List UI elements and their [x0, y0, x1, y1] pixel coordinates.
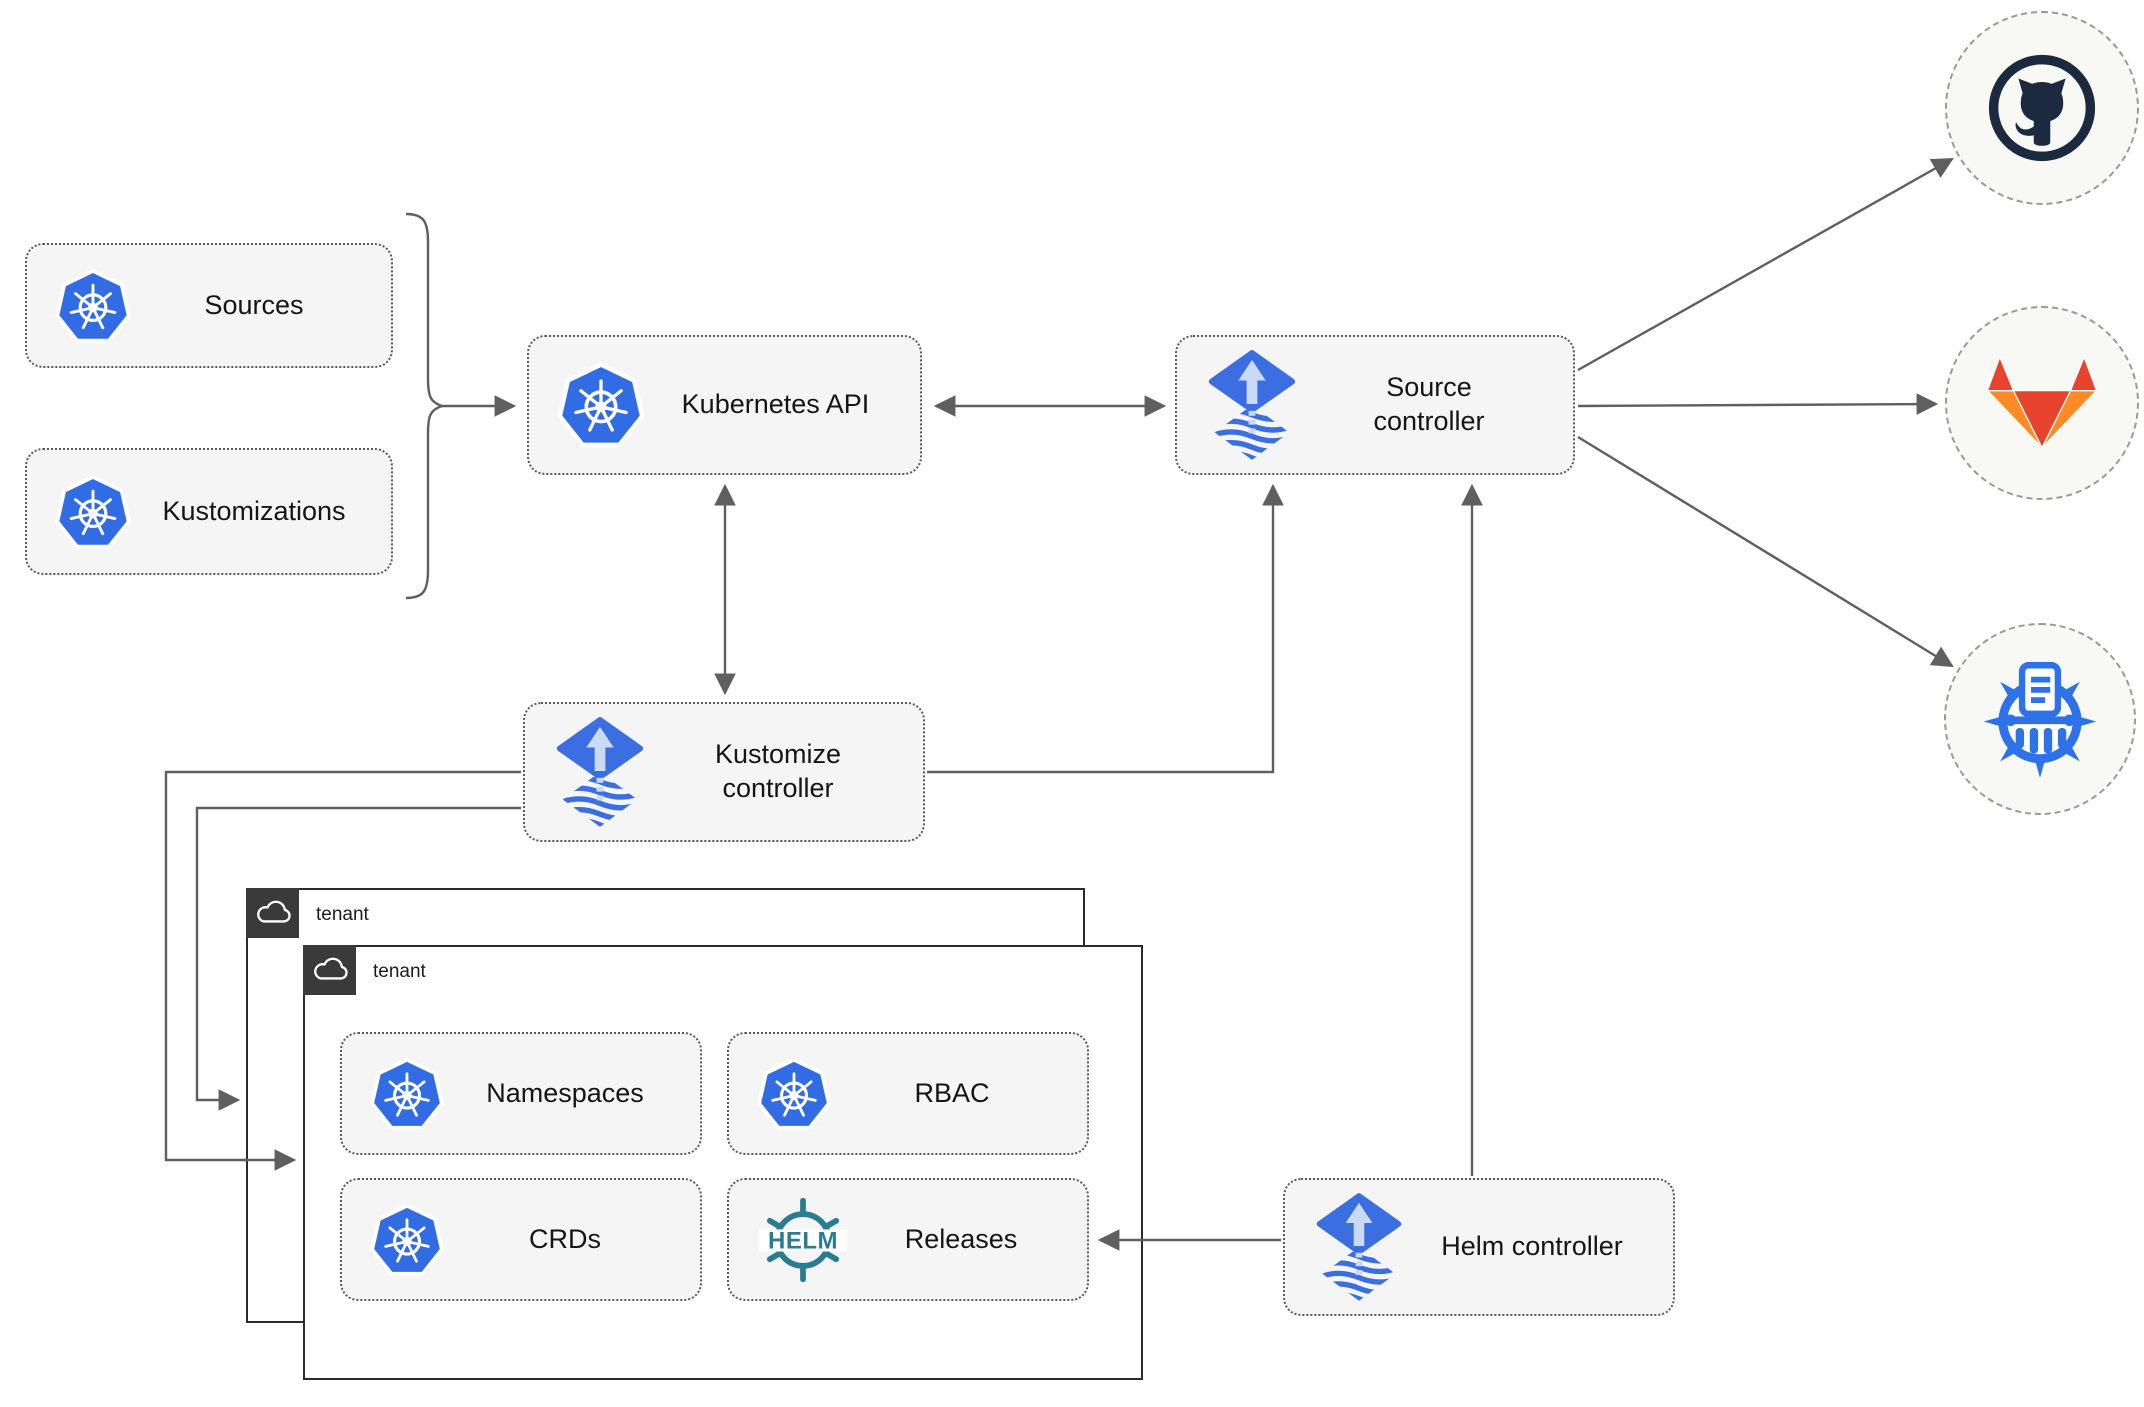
node-namespaces: Namespaces — [340, 1032, 702, 1155]
node-label: Releases — [904, 1223, 1018, 1254]
kubernetes-icon — [53, 266, 133, 346]
tenant-box-front: tenant — [303, 945, 1143, 1380]
edge-source-gitlab — [1577, 393, 1939, 415]
helm-icon: HELM — [755, 1192, 851, 1288]
node-label: Source controller — [1373, 372, 1485, 436]
cloud-icon — [256, 900, 291, 923]
flux-icon — [1311, 1193, 1407, 1301]
tenant-badge — [303, 945, 356, 995]
helm-logo-text: HELM — [768, 1227, 838, 1254]
tenant-badge — [246, 888, 299, 938]
node-label: Namespaces — [486, 1077, 644, 1108]
group-brace — [405, 212, 446, 600]
github-repository — [1945, 11, 2139, 205]
node-label: Kustomize controller — [714, 739, 842, 803]
kubernetes-icon — [53, 472, 133, 552]
chart-museum-icon — [1976, 655, 2104, 783]
node-source-controller: Source controller — [1175, 335, 1575, 475]
node-label: RBAC — [914, 1077, 990, 1108]
cloud-icon — [313, 957, 348, 980]
kubernetes-icon — [555, 359, 647, 451]
edge-source-helmrepo — [1577, 435, 1954, 668]
node-sources: Sources — [25, 243, 393, 368]
node-label: Kustomizations — [162, 495, 346, 526]
node-releases: HELM Releases — [727, 1178, 1089, 1301]
flux-icon — [1203, 350, 1301, 460]
tenant-label: tenant — [373, 961, 426, 982]
node-label: Kubernetes API — [681, 389, 870, 420]
github-icon — [1983, 49, 2101, 167]
gitlab-repository — [1945, 306, 2139, 500]
kubernetes-icon — [368, 1055, 446, 1133]
node-kustomize-controller: Kustomize controller — [523, 702, 925, 842]
kubernetes-icon — [755, 1055, 833, 1133]
helm-repository — [1944, 623, 2136, 815]
node-rbac: RBAC — [727, 1032, 1089, 1155]
gitlab-icon — [1986, 356, 2098, 449]
node-crds: CRDs — [340, 1178, 702, 1301]
kubernetes-icon — [368, 1201, 446, 1279]
edge-source-github — [1577, 157, 1954, 372]
tenant-label: tenant — [316, 904, 369, 925]
node-label: Helm controller — [1441, 1231, 1623, 1262]
node-label: Sources — [204, 289, 304, 320]
flux-icon — [551, 717, 649, 827]
node-kubernetes-api: Kubernetes API — [527, 335, 922, 475]
node-helm-controller: Helm controller — [1283, 1178, 1675, 1316]
node-kustomizations: Kustomizations — [25, 448, 393, 575]
edge-kustomize-source — [927, 483, 1284, 774]
node-label: CRDs — [529, 1223, 601, 1254]
